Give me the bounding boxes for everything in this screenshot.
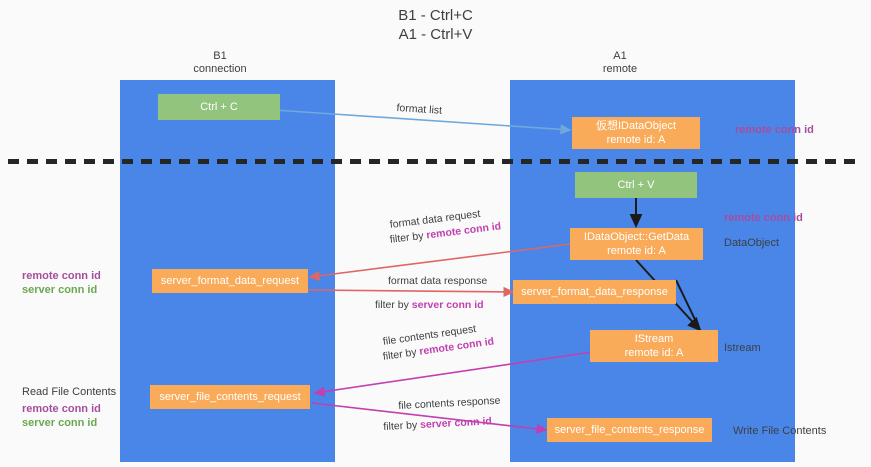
left-label-remote-conn-id-bottom: remote conn id <box>22 403 101 415</box>
node-istream-line2: remote id: A <box>624 347 684 359</box>
lane-header-b1: B1 connection <box>193 50 247 75</box>
edge-label-filter-prefix-1: filter by <box>389 229 428 246</box>
section-divider <box>8 159 863 164</box>
edge-label-format-data-response-filter: filter by server conn id <box>375 298 484 312</box>
node-server-format-data-request-label: server_format_data_request <box>160 275 300 287</box>
edge-label-filter-prefix-2: filter by <box>375 299 412 311</box>
node-server-file-contents-request-label: server_file_contents_request <box>159 391 301 403</box>
node-ctrl-v-line1: Ctrl + V <box>617 179 655 191</box>
edge-label-filter-highlight-2: server conn id <box>411 299 484 311</box>
node-server-format-data-response[interactable]: server_format_data_response <box>513 280 676 304</box>
node-virtual-idataobject-line1: 仮想IDataObject <box>595 120 677 132</box>
edge-label-format-data-response: format data response <box>388 274 487 288</box>
node-istream-line1: IStream <box>634 333 674 345</box>
node-server-file-contents-request[interactable]: server_file_contents_request <box>150 385 310 409</box>
edge-format-data-response <box>307 286 515 298</box>
node-ctrl-c[interactable]: Ctrl + C <box>158 94 280 120</box>
edge-label-file-contents-response-text: file contents response <box>398 394 501 412</box>
left-label-conn-ids-top: remote conn id server conn id <box>22 269 101 297</box>
node-server-file-contents-response-label: server_file_contents_response <box>554 424 705 436</box>
diagram-title: B1 - Ctrl+C A1 - Ctrl+V <box>398 7 473 43</box>
node-getdata[interactable]: IDataObject::GetData remote id: A <box>570 228 703 260</box>
right-label-istream: Istream <box>724 342 761 354</box>
right-label-remote-conn-id-mid: remote conn id <box>724 212 803 224</box>
edge-label-filter-prefix-3: filter by <box>382 345 421 363</box>
node-virtual-idataobject-line2: remote id: A <box>606 134 666 146</box>
node-server-file-contents-response[interactable]: server_file_contents_response <box>547 418 712 442</box>
left-label-conn-ids-bottom: remote conn id server conn id <box>22 402 101 430</box>
node-virtual-idataobject[interactable]: 仮想IDataObject remote id: A <box>572 117 700 149</box>
left-label-read-file-contents: Read File Contents <box>22 385 116 399</box>
right-label-dataobject: DataObject <box>724 237 780 249</box>
node-getdata-line1: IDataObject::GetData <box>583 231 690 243</box>
edge-label-file-contents-response: file contents response <box>398 394 501 413</box>
edge-label-format-list: format list <box>396 101 442 118</box>
right-label-write-file-contents: Write File Contents <box>733 425 827 437</box>
right-label-remote-conn-id-top: remote conn id <box>735 124 814 136</box>
node-istream[interactable]: IStream remote id: A <box>590 330 718 362</box>
lane-header-a1: A1 remote <box>602 50 638 75</box>
node-ctrl-c-line1: Ctrl + C <box>200 101 238 113</box>
node-getdata-line2: remote id: A <box>607 245 666 257</box>
left-label-server-conn-id-top: server conn id <box>22 284 98 296</box>
left-label-read-file-contents-text: Read File Contents <box>22 386 117 398</box>
edge-label-format-data-response-text: format data response <box>388 275 488 287</box>
node-server-format-data-request[interactable]: server_format_data_request <box>152 269 308 293</box>
left-label-remote-conn-id-top: remote conn id <box>22 270 101 282</box>
edge-label-format-list-text: format list <box>396 101 443 117</box>
node-server-format-data-response-label: server_format_data_response <box>521 286 668 298</box>
edge-label-filter-highlight-4: server conn id <box>419 415 493 432</box>
edge-label-filter-prefix-4: filter by <box>383 419 421 433</box>
left-label-server-conn-id-bottom: server conn id <box>22 417 98 429</box>
node-ctrl-v[interactable]: Ctrl + V <box>575 172 697 198</box>
edge-label-file-contents-response-filter: filter by server conn id <box>383 414 492 434</box>
